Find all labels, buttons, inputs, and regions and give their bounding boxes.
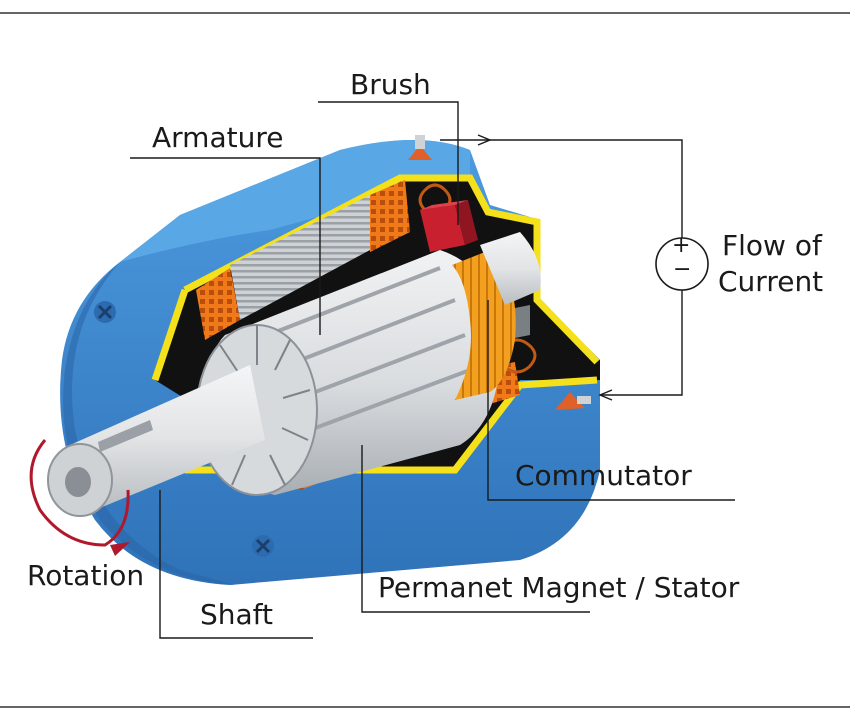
label-commutator: Commutator xyxy=(515,459,692,492)
armature-leader xyxy=(130,157,321,335)
terminal-side xyxy=(555,392,591,410)
brush-leader xyxy=(318,101,459,225)
arrow-head-right xyxy=(477,134,492,146)
source-minus-sign: − xyxy=(673,257,692,282)
leader-lines xyxy=(130,101,735,639)
shaft-leader xyxy=(159,490,313,639)
label-rotation: Rotation xyxy=(27,559,145,592)
screw-icon xyxy=(252,535,274,557)
brush xyxy=(420,200,478,252)
power-source-icon xyxy=(655,237,709,291)
rotation-arrow xyxy=(29,439,130,556)
arrow-head-left xyxy=(598,389,613,401)
commutator-leader xyxy=(487,300,735,501)
stator-magnet-top xyxy=(196,180,452,340)
current-circuit xyxy=(440,139,683,396)
screw-icon xyxy=(94,301,116,323)
source-plus-sign: + xyxy=(672,233,691,258)
shaft xyxy=(47,232,541,517)
label-flow-of-current-line1: Flow of xyxy=(722,229,822,262)
label-flow-of-current-line2: Current xyxy=(718,265,824,298)
label-brush: Brush xyxy=(350,68,431,101)
magnet-leader xyxy=(361,445,590,613)
terminal-top xyxy=(408,135,432,160)
label-armature: Armature xyxy=(152,121,284,154)
label-permanent-magnet-stator: Permanet Magnet / Stator xyxy=(378,571,740,604)
label-shaft: Shaft xyxy=(200,598,274,631)
